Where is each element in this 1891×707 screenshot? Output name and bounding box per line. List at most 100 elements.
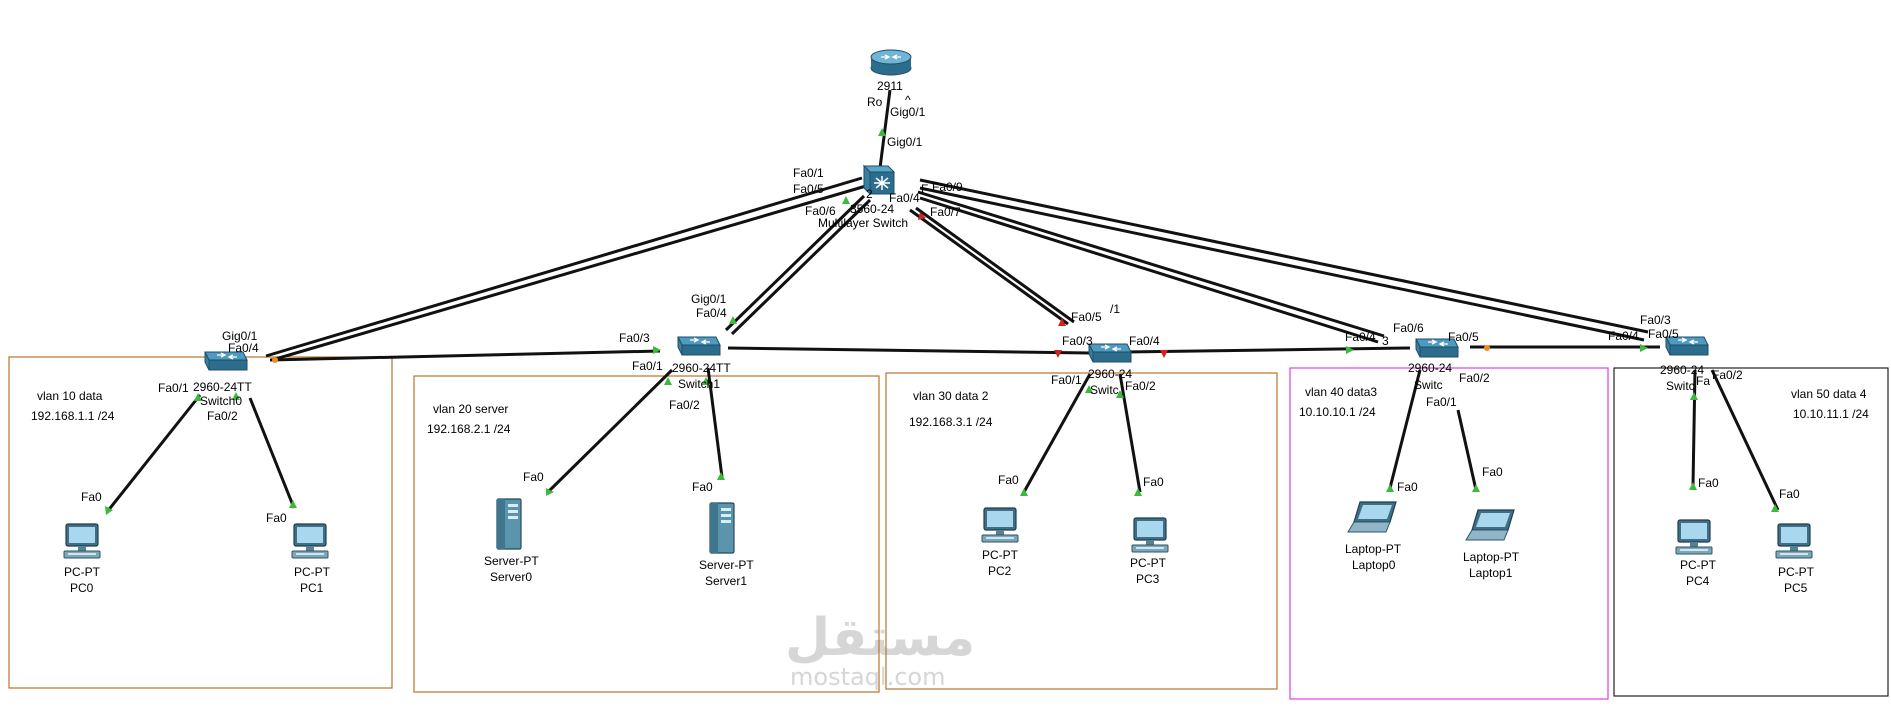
link-light-up bbox=[664, 377, 672, 385]
port-label: Fa0/2 bbox=[1125, 379, 1156, 393]
cable-switch4-pc5[interactable] bbox=[1710, 369, 1780, 511]
router-icon[interactable] bbox=[870, 49, 912, 76]
port-label: Fa0 bbox=[1482, 465, 1503, 479]
pc2-model-label: PC-PT bbox=[982, 548, 1019, 562]
link-light-up bbox=[1134, 488, 1142, 496]
link-light-orange bbox=[272, 357, 278, 363]
cable-switch0-switch1[interactable] bbox=[269, 349, 661, 362]
server1-icon[interactable] bbox=[709, 502, 735, 554]
laptop1-model-label: Laptop-PT bbox=[1463, 550, 1520, 564]
link-light-up bbox=[1689, 482, 1697, 490]
link-light-down bbox=[918, 212, 926, 220]
cable-switch4-pc4[interactable] bbox=[1691, 369, 1697, 487]
port-label: Gig0/1 bbox=[222, 329, 258, 343]
vlan50-subnet: 10.10.11.1 /24 bbox=[1793, 407, 1869, 421]
cable-switch1-server1[interactable] bbox=[706, 367, 724, 478]
link-light-up bbox=[1472, 484, 1480, 492]
pc4-icon[interactable] bbox=[1675, 519, 1713, 555]
vlan20-title: vlan 20 server bbox=[433, 402, 508, 416]
port-label: Fa0/5 bbox=[793, 182, 824, 196]
port-label: Fa0/4 bbox=[1345, 330, 1376, 344]
area-vlan30[interactable] bbox=[885, 372, 1278, 690]
cable-mls-switch1-b[interactable] bbox=[730, 198, 872, 336]
pc0-icon[interactable] bbox=[63, 523, 101, 559]
switch1-icon[interactable] bbox=[677, 336, 721, 356]
cable-mls-switch3-a[interactable] bbox=[917, 190, 1385, 338]
laptop0-icon[interactable] bbox=[1347, 501, 1397, 533]
link-lights bbox=[105, 128, 1779, 515]
cable-switch2-switch3[interactable] bbox=[1124, 346, 1411, 354]
server0-model-label: Server-PT bbox=[484, 554, 539, 568]
area-vlan50[interactable] bbox=[1613, 367, 1889, 697]
cable-mls-switch2-a[interactable] bbox=[909, 208, 1069, 326]
laptop0-name-label: Laptop0 bbox=[1352, 558, 1396, 572]
port-label: /1 bbox=[1110, 302, 1120, 316]
pc3-name-label: PC3 bbox=[1136, 572, 1160, 586]
cable-mls-switch3-b[interactable] bbox=[919, 196, 1379, 344]
cable-switch0-pc1[interactable] bbox=[248, 397, 296, 509]
pc1-name-label: PC1 bbox=[300, 581, 324, 595]
port-label: Fa0/1 bbox=[632, 359, 663, 373]
link-light-up bbox=[702, 377, 710, 385]
link-light-up bbox=[1771, 504, 1779, 512]
vlan30-subnet: 192.168.3.1 /24 bbox=[909, 415, 993, 429]
link-light-down bbox=[1058, 318, 1066, 326]
cable-router-mls[interactable] bbox=[878, 89, 892, 169]
port-label: Fa0 bbox=[1143, 475, 1164, 489]
port-label: 2 bbox=[866, 187, 873, 201]
watermark: مستقل mostaql.com bbox=[785, 608, 975, 691]
cable-mls-switch4-b[interactable] bbox=[919, 186, 1645, 342]
mls-name-label: Multilayer Switch bbox=[818, 216, 908, 230]
port-label: Fa0/4 bbox=[696, 306, 727, 320]
area-vlan40[interactable] bbox=[1289, 367, 1609, 700]
cable-mls-switch0-b[interactable] bbox=[271, 184, 867, 362]
cable-switch2-pc2[interactable] bbox=[1022, 373, 1092, 493]
cable-switch1-server0[interactable] bbox=[546, 368, 674, 494]
port-label: Fa0/6 bbox=[805, 204, 836, 218]
cable-mls-switch2-b[interactable] bbox=[915, 206, 1075, 324]
cable-switch3-laptop0[interactable] bbox=[1388, 369, 1422, 489]
link-light-up bbox=[1346, 346, 1354, 354]
pc4-model-label: PC-PT bbox=[1680, 558, 1717, 572]
link-light-up bbox=[1640, 344, 1648, 352]
pc3-icon[interactable] bbox=[1131, 517, 1169, 553]
pc4-name-label: PC4 bbox=[1686, 574, 1710, 588]
cable-mls-switch0-a[interactable] bbox=[265, 176, 863, 358]
vlan-areas bbox=[8, 356, 1889, 700]
area-vlan10[interactable] bbox=[8, 356, 393, 689]
link-light-up bbox=[1085, 385, 1093, 393]
pc2-icon[interactable] bbox=[981, 507, 1019, 543]
vlan30-title: vlan 30 data 2 bbox=[913, 389, 989, 403]
vlan10-title: vlan 10 data bbox=[37, 389, 103, 403]
server1-name-label: Server1 bbox=[705, 574, 747, 588]
link-light-up bbox=[232, 392, 240, 400]
port-label: Fa0/5 bbox=[1071, 310, 1102, 324]
port-label: Fa0/3 bbox=[619, 331, 650, 345]
switch3-name-label: Switc bbox=[1414, 378, 1443, 392]
pc5-name-label: PC5 bbox=[1784, 581, 1808, 595]
port-label: Fa0/5 bbox=[1448, 330, 1479, 344]
area-vlan20[interactable] bbox=[413, 375, 880, 693]
switch2-icon[interactable] bbox=[1088, 343, 1132, 363]
pc5-icon[interactable] bbox=[1775, 523, 1813, 559]
laptop1-icon[interactable] bbox=[1465, 509, 1515, 541]
port-label: Fa0/4 bbox=[1129, 334, 1160, 348]
pc5-model-label: PC-PT bbox=[1778, 565, 1815, 579]
port-label: Fa0/2 bbox=[207, 409, 238, 423]
cable-switch1-switch2[interactable] bbox=[727, 346, 1091, 355]
port-label: 3 bbox=[1382, 334, 1389, 348]
cable-mls-switch1-a[interactable] bbox=[724, 194, 866, 332]
cable-switch3-laptop1[interactable] bbox=[1456, 409, 1478, 491]
vlan40-title: vlan 40 data3 bbox=[1305, 385, 1377, 399]
devices bbox=[63, 49, 1813, 559]
cable-switch2-pc3[interactable] bbox=[1118, 373, 1142, 493]
port-label: Fa0/3 bbox=[1640, 313, 1671, 327]
watermark-arabic: مستقل bbox=[785, 608, 975, 668]
port-label: Fa0 bbox=[266, 511, 287, 525]
pc1-icon[interactable] bbox=[291, 523, 329, 559]
cable-switch0-pc0[interactable] bbox=[105, 394, 202, 513]
port-label: Fa0/1 bbox=[1426, 395, 1457, 409]
cable-mls-switch4-a[interactable] bbox=[919, 178, 1649, 334]
server0-icon[interactable] bbox=[496, 498, 522, 550]
